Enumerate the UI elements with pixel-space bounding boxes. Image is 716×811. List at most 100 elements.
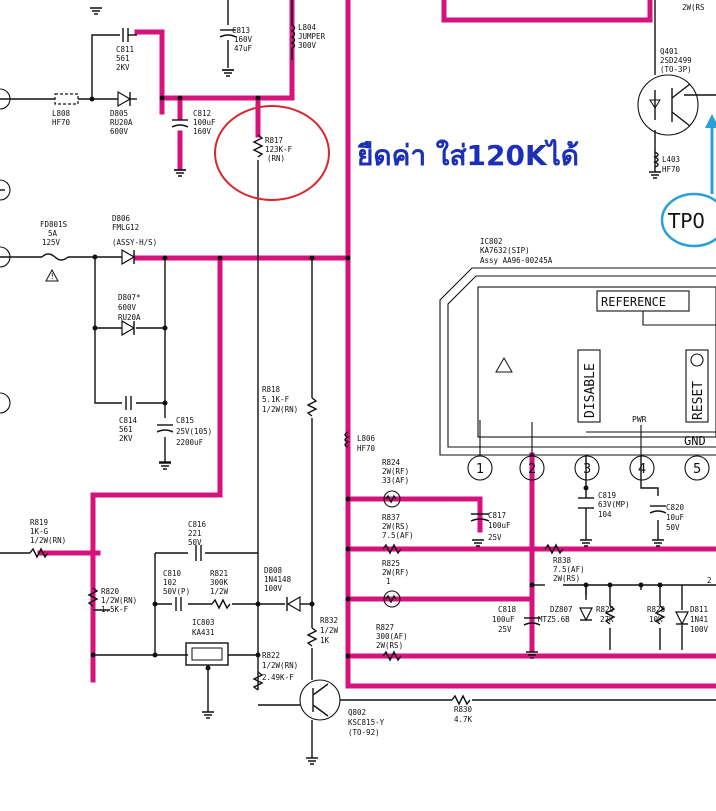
- label-c817: C817 100uF 25V: [488, 511, 511, 542]
- diode-d811: [675, 611, 689, 626]
- capacitor-c815: [156, 424, 174, 463]
- tp-label: TP0: [667, 209, 705, 233]
- svg-text:(TO-92): (TO-92): [348, 728, 380, 737]
- svg-text:25V: 25V: [488, 533, 502, 542]
- label-d806: D806 FMLG12 (ASSY-H/S): [112, 214, 157, 247]
- resistor-r837: [382, 543, 402, 555]
- gnd-label: GND: [684, 434, 706, 448]
- label-c818: C818 100uF 25V: [492, 605, 517, 634]
- label-r830: R830 4.7K: [454, 705, 473, 724]
- label-l806: L806 HF70: [357, 434, 376, 453]
- pin-3-label: 3: [583, 462, 591, 477]
- label-r828: R828 10K: [647, 605, 666, 624]
- pin-4-label: 4: [638, 462, 646, 477]
- resistor-r817: [252, 134, 264, 158]
- svg-text:HF70: HF70: [52, 118, 71, 127]
- svg-text:2W(RS): 2W(RS): [376, 641, 403, 650]
- label-c812: C812 100uF 160V: [193, 109, 216, 136]
- svg-text:2W(RS): 2W(RS): [382, 522, 409, 531]
- svg-text:25V(105): 25V(105): [176, 427, 212, 436]
- pin-1-label: 1: [476, 462, 484, 477]
- svg-text:!: !: [50, 272, 55, 281]
- svg-text:2200uF: 2200uF: [176, 438, 204, 447]
- svg-text:1/2W: 1/2W: [210, 587, 229, 596]
- label-c820: C820 10uF 50V: [666, 503, 685, 532]
- svg-text:104: 104: [598, 510, 612, 519]
- capacitor-c816: [195, 545, 202, 561]
- svg-text:1/2W(RN): 1/2W(RN): [262, 661, 298, 670]
- svg-text:C818: C818: [498, 605, 517, 614]
- svg-text:100V: 100V: [264, 584, 283, 593]
- svg-text:HF70: HF70: [662, 165, 681, 174]
- resistor-r830: [451, 694, 471, 706]
- svg-text:100uF: 100uF: [488, 521, 511, 530]
- svg-text:561: 561: [116, 54, 130, 63]
- inductor-l806: [344, 431, 350, 448]
- svg-text:R838: R838: [553, 556, 572, 565]
- svg-text:Q401: Q401: [660, 47, 678, 56]
- svg-text:27K: 27K: [600, 615, 614, 624]
- label-l808: L808 HF70: [52, 109, 71, 127]
- svg-text:R821: R821: [210, 569, 228, 578]
- ic803-ka431: [185, 642, 229, 666]
- svg-text:Q802: Q802: [348, 708, 366, 717]
- capacitor-c814: [125, 396, 132, 410]
- ic802-pins: [467, 455, 710, 481]
- label-r825: R825 2W(RF) 1: [382, 559, 409, 586]
- resistor-r821: [211, 598, 231, 610]
- svg-text:50V: 50V: [666, 523, 680, 532]
- svg-text:33(AF): 33(AF): [382, 476, 409, 485]
- ground-symbols: [90, 7, 664, 765]
- resistor-r824: [383, 490, 401, 508]
- svg-text:RU20A: RU20A: [118, 313, 141, 322]
- svg-text:R837: R837: [382, 513, 400, 522]
- svg-text:R819: R819: [30, 518, 48, 527]
- svg-text:(RN): (RN): [267, 154, 285, 163]
- svg-text:2W(RS: 2W(RS: [682, 3, 705, 12]
- label-d805: D805 RU20A 600V: [110, 109, 133, 136]
- transistor-q401: [637, 74, 699, 136]
- label-r824: R824 2W(RF) 33(AF): [382, 458, 409, 485]
- label-l804: L804 JUMPER 300V: [298, 23, 326, 50]
- svg-text:1.5K-F: 1.5K-F: [101, 605, 129, 614]
- svg-text:63V(MP): 63V(MP): [598, 500, 630, 509]
- label-r832: R832 1/2W 1K: [320, 616, 339, 645]
- svg-text:Assy AA96-00245A: Assy AA96-00245A: [480, 256, 553, 265]
- label-q401: Q401 2SD2499 (TO-3P): [660, 47, 692, 74]
- svg-text:1K: 1K: [320, 636, 330, 645]
- svg-text:221: 221: [188, 529, 202, 538]
- svg-text:C820: C820: [666, 503, 685, 512]
- reference-label: REFERENCE: [601, 295, 666, 309]
- svg-text:102: 102: [163, 578, 177, 587]
- label-c811: C811 561 2KV: [116, 45, 134, 72]
- tp-marker: [660, 114, 716, 248]
- svg-text:KSC815-Y: KSC815-Y: [348, 718, 385, 727]
- capacitor-c817: [470, 513, 490, 522]
- svg-text:123K-F: 123K-F: [265, 145, 293, 154]
- label-r820: R820 1/2W(RN) 1.5K-F: [101, 587, 137, 614]
- label-d807: D807* 600V RU20A: [118, 293, 141, 322]
- label-l403: L403 HF70: [662, 155, 681, 174]
- svg-text:50V(P): 50V(P): [163, 587, 190, 596]
- svg-text:KA7632(SIP): KA7632(SIP): [480, 246, 530, 255]
- svg-text:KA431: KA431: [192, 628, 215, 637]
- capacitor-c818: [523, 617, 541, 626]
- label-c810: C810 102 50V(P): [163, 569, 190, 596]
- svg-text:R822: R822: [262, 651, 280, 660]
- resistor-r822: [252, 671, 264, 691]
- resistor-r829: [604, 605, 616, 625]
- svg-text:2W(RS): 2W(RS): [553, 574, 580, 583]
- label-r838: R838 7.5(AF) 2W(RS): [553, 556, 585, 583]
- svg-text:C815: C815: [176, 416, 194, 425]
- svg-text:10K: 10K: [649, 615, 663, 624]
- diode-d806: [121, 248, 136, 266]
- svg-text:D811: D811: [690, 605, 708, 614]
- svg-text:FD801S: FD801S: [40, 220, 68, 229]
- svg-text:7.5(AF): 7.5(AF): [382, 531, 414, 540]
- label-d811: D811 1N41 100V: [690, 605, 709, 634]
- zener-dz807: [579, 607, 593, 622]
- label-r829: R829 27K: [596, 605, 614, 624]
- svg-text:2SD2499: 2SD2499: [660, 56, 692, 65]
- svg-text:RU20A: RU20A: [110, 118, 133, 127]
